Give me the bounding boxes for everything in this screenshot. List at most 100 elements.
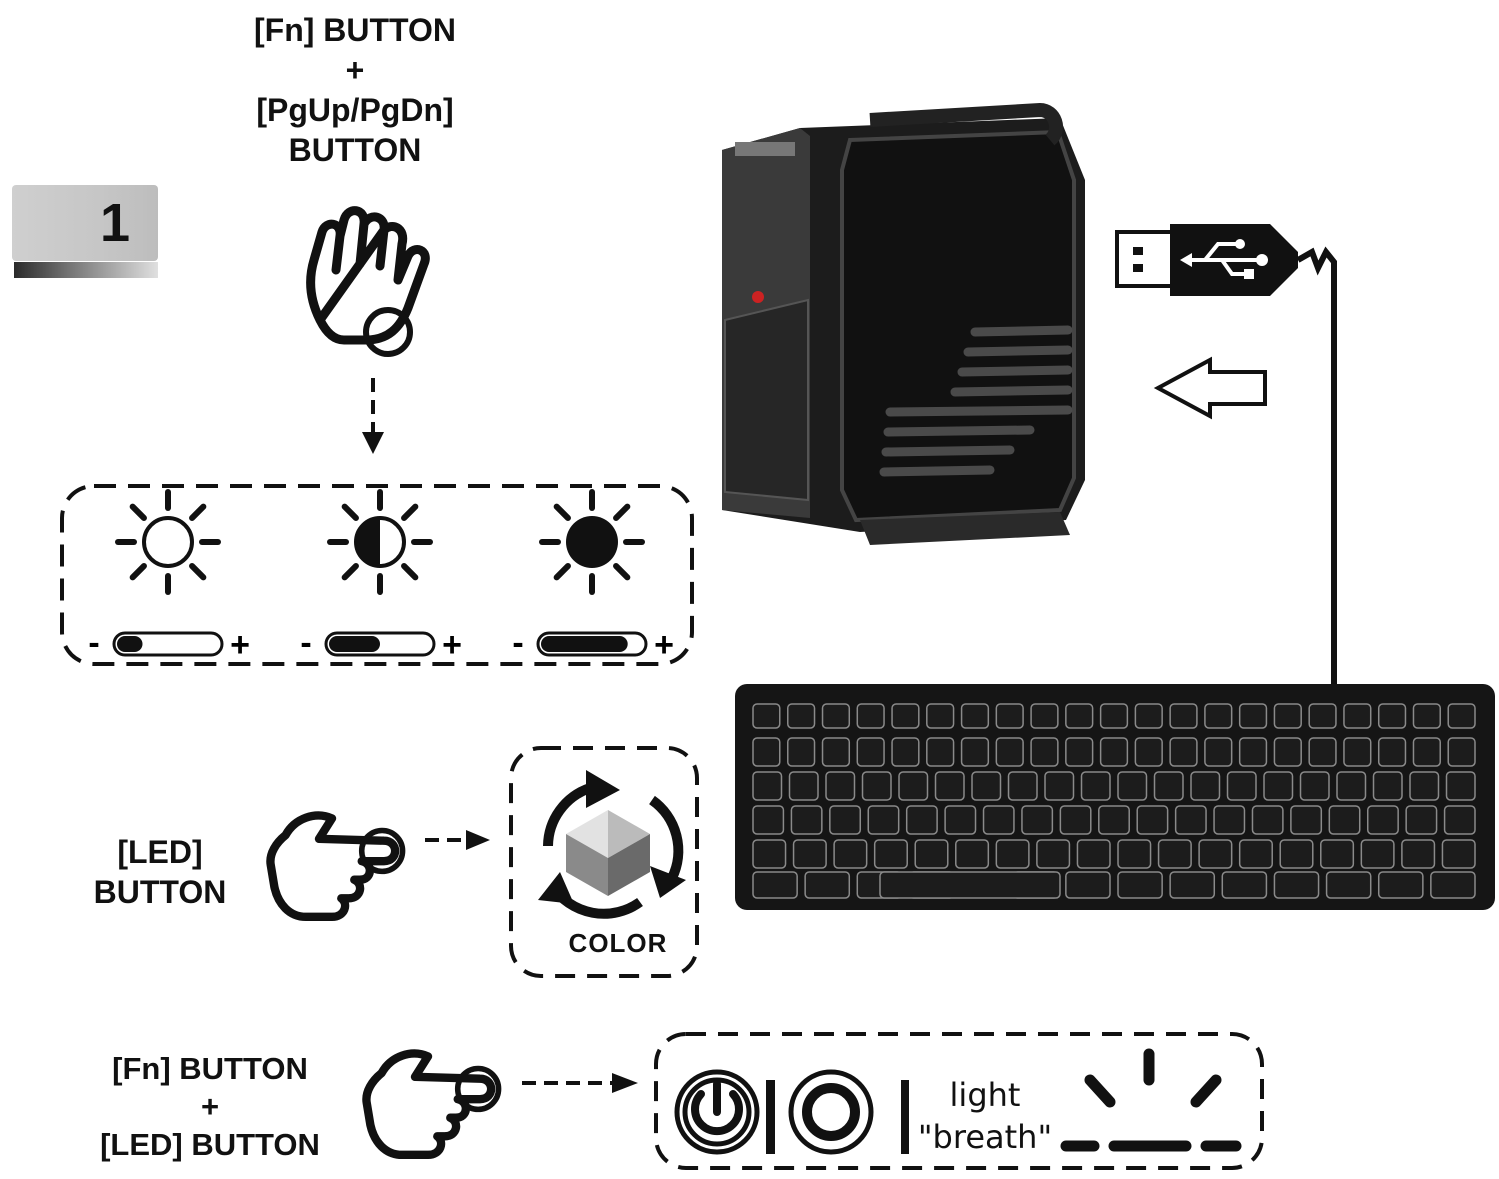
keyboard-icon	[735, 684, 1495, 910]
brightness-box	[60, 484, 694, 666]
keyboard-key	[1226, 771, 1257, 801]
keyboard-key	[1174, 805, 1207, 835]
keyboard-key	[1157, 839, 1192, 869]
keyboard-key	[995, 703, 1024, 729]
keyboard-key	[1153, 771, 1184, 801]
keyboard-key	[955, 839, 990, 869]
keyboard-key	[1308, 737, 1337, 767]
keyboard-key	[833, 839, 868, 869]
keyboard-key	[752, 703, 781, 729]
keyboard-key	[861, 771, 892, 801]
breath-text-line2: "breath"	[917, 1118, 1053, 1156]
keyboard-key	[1273, 703, 1302, 729]
press-hand-icon	[311, 211, 426, 357]
keyboard-key	[1251, 805, 1284, 835]
keyboard-key	[1065, 703, 1094, 729]
keyboard-key	[1308, 703, 1337, 729]
keyboard-key	[1447, 737, 1476, 767]
keyboard-key	[873, 839, 908, 869]
step-badge	[12, 185, 158, 261]
color-cycle-icon	[538, 770, 686, 919]
keyboard-key	[1360, 839, 1395, 869]
keyboard-key	[1409, 771, 1440, 801]
breath-text: light "breath"	[915, 1074, 1055, 1158]
keyboard-key	[1169, 703, 1198, 729]
keyboard-key	[1169, 737, 1198, 767]
keyboard-key	[944, 805, 977, 835]
pc-tower-icon	[722, 102, 1085, 545]
brightness-combo-label: [Fn] BUTTON + [PgUp/PgDn] BUTTON	[205, 10, 505, 170]
keyboard-key	[914, 839, 949, 869]
keyboard-key	[1273, 871, 1320, 899]
keyboard-key	[752, 805, 785, 835]
keyboard-key	[960, 703, 990, 729]
sun-outline-icon	[115, 489, 221, 595]
minus-sign: -	[512, 624, 523, 662]
keyboard-key	[1007, 771, 1038, 801]
keyboard-key	[1445, 771, 1476, 801]
minus-sign: -	[88, 624, 99, 662]
keyboard-key	[821, 737, 851, 767]
breath-combo-plus: +	[200, 1089, 220, 1124]
keyboard-key	[1299, 771, 1330, 801]
keyboard-key	[1044, 771, 1075, 801]
led-button-line2: BUTTON	[93, 874, 227, 910]
keyboard-key	[856, 737, 885, 767]
brightness-levels: -+-+-+	[88, 489, 674, 664]
brightness-level-bar	[112, 631, 224, 657]
led-button-label: [LED] BUTTON	[60, 832, 260, 912]
ring-icon	[788, 1069, 874, 1155]
keyboard-key	[752, 771, 783, 801]
keyboard-key	[1213, 805, 1246, 835]
plug-in-arrow-icon	[1153, 356, 1267, 420]
keyboard-key	[829, 805, 862, 835]
keyboard-key	[898, 771, 929, 801]
keyboard-key	[821, 703, 851, 729]
breath-text-line1: light	[949, 1076, 1021, 1114]
keyboard-key	[1136, 805, 1169, 835]
keyboard-key	[1372, 771, 1403, 801]
color-box	[509, 746, 699, 978]
step-number: 1	[100, 193, 131, 253]
keyboard-key	[1134, 703, 1163, 729]
keyboard-key	[1273, 737, 1302, 767]
power-icon	[674, 1069, 760, 1155]
down-arrow-icon	[362, 378, 384, 454]
keyboard-key	[1065, 737, 1094, 767]
keyboard-keys	[752, 703, 1476, 899]
keyboard-key	[1204, 737, 1233, 767]
keyboard-key	[1343, 703, 1372, 729]
keyboard-key	[982, 805, 1015, 835]
keyboard-key	[891, 737, 920, 767]
keyboard-key	[1325, 871, 1372, 899]
keyboard-key	[1065, 871, 1111, 899]
keyboard-key	[787, 703, 816, 729]
keyboard-key	[971, 771, 1002, 801]
keyboard-key	[1320, 839, 1355, 869]
keyboard-key	[1430, 871, 1476, 899]
keyboard-key	[825, 771, 856, 801]
step-badge-shadow	[14, 262, 158, 278]
keyboard-key	[1190, 771, 1221, 801]
keyboard-key	[960, 737, 990, 767]
keyboard-key	[1238, 737, 1268, 767]
keyboard-key	[1021, 805, 1054, 835]
keyboard-key	[1036, 839, 1071, 869]
separator-bar	[766, 1080, 775, 1154]
keyboard-key	[1117, 871, 1163, 899]
keyboard-key	[1134, 737, 1163, 767]
breath-combo-line1: [Fn] BUTTON	[112, 1051, 308, 1086]
keyboard-key	[752, 871, 798, 899]
keyboard-key	[1366, 805, 1399, 835]
keyboard-key	[1076, 839, 1111, 869]
sun-half-icon	[327, 489, 433, 595]
keyboard-key	[1377, 703, 1407, 729]
keyboard-key	[1030, 703, 1059, 729]
keyboard-key	[1336, 771, 1367, 801]
keyboard-key	[792, 839, 827, 869]
keyboard-key	[1030, 737, 1059, 767]
plus-sign: +	[442, 626, 462, 664]
keyboard-key	[752, 737, 781, 767]
keyboard-key	[1198, 839, 1233, 869]
